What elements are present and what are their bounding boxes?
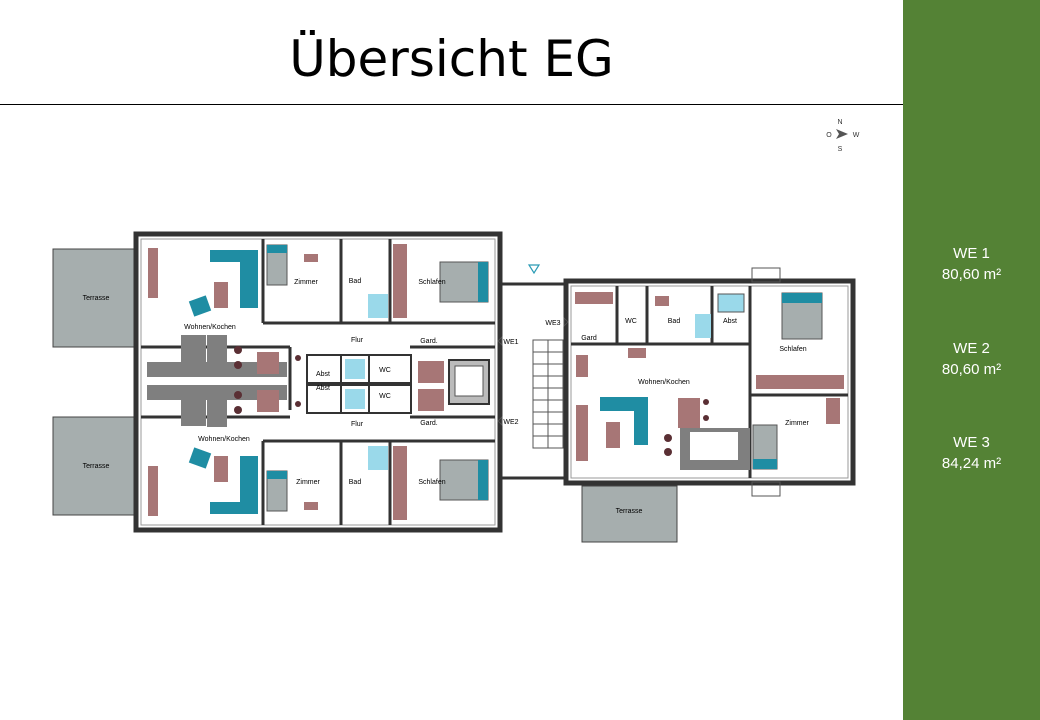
kitchen-counters [147,335,287,427]
label-bad-we2: Bad [349,479,362,486]
label-abst-we3: Abst [723,318,737,325]
terrasse-we2-label: Terrasse [83,463,110,470]
unit-we1: WE 1 80,60 m² [903,243,1040,285]
building-east-walls [563,278,856,486]
label-zimmer-we3: Zimmer [785,420,809,427]
unit-we1-area: 80,60 m² [941,266,1002,283]
compass-icon: N O W S [826,119,859,153]
compass-o: O [826,132,832,139]
label-entry-we3: WE3 [545,320,560,327]
label-flur-we1: Flur [351,337,364,344]
unit-we1-name: WE 1 [953,245,990,262]
terrasse-we3 [581,485,678,543]
entrance-marker-icon [527,264,541,275]
terrasse-we1-label: Terrasse [83,295,110,302]
title-divider [0,104,903,105]
compass-s: S [838,146,843,153]
terrasse-we3-label: Terrasse [616,508,643,515]
label-wc-we3: WC [625,318,637,325]
label-entry-we1: WE1 [503,339,518,346]
label-wohnen-we3: Wohnen/Kochen [638,379,690,386]
compass-w: W [853,132,860,139]
wardrobe-we3 [756,375,844,389]
label-entry-we2: WE2 [503,419,518,426]
compass-n: N [837,119,842,126]
page-title: Übersicht EG [289,30,614,88]
sofa-we3 [600,397,648,445]
label-wc-we2: WC [379,393,391,400]
label-schlafen-we2: Schlafen [418,479,445,486]
unit-sidebar: WE 1 80,60 m² WE 2 80,60 m² WE 3 84,24 m… [903,0,1040,720]
unit-we2-area: 80,60 m² [941,361,1002,378]
label-schlafen-we1: Schlafen [418,279,445,286]
unit-we2: WE 2 80,60 m² [903,338,1040,380]
label-gard-we3: Gard [581,335,597,342]
building-west-walls [133,231,503,533]
label-wohnen-we1: Wohnen/Kochen [184,324,236,331]
label-abst-we2: Abst [316,385,330,392]
label-bad-we3: Bad [668,318,681,325]
staircase [532,339,564,449]
unit-we2-name: WE 2 [953,340,990,357]
unit-we3-area: 84,24 m² [941,455,1002,472]
label-wc-we1: WC [379,367,391,374]
unit-we3-name: WE 3 [953,434,990,451]
unit-we3: WE 3 84,24 m² [903,432,1040,474]
terrasse-we1 [52,248,137,348]
label-schlafen-we3: Schlafen [779,346,806,353]
floor-plan: N O W S Terrasse Terrasse Terrasse [52,119,860,543]
label-gard-we1: Gard. [420,338,438,345]
label-flur-we2: Flur [351,421,364,428]
label-bad-we1: Bad [349,278,362,285]
label-gard-we2: Gard. [420,420,438,427]
label-abst-we1: Abst [316,371,330,378]
wardrobe-we1 [393,244,407,318]
label-zimmer-we2: Zimmer [296,479,320,486]
wardrobe-we2 [393,446,407,520]
label-zimmer-we1: Zimmer [294,279,318,286]
label-wohnen-we2: Wohnen/Kochen [198,436,250,443]
